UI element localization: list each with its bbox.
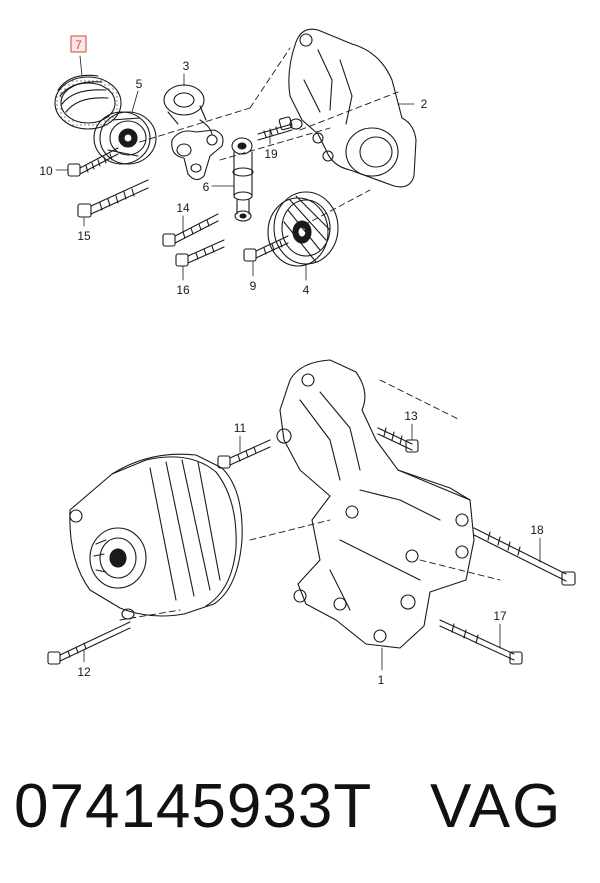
bolt-part-12[interactable] [47,621,131,665]
callout-14[interactable]: 14 [176,201,190,215]
cover-part-3[interactable] [163,84,207,125]
callout-4[interactable]: 4 [303,283,310,297]
callout-10[interactable]: 10 [39,164,53,178]
pulley-part-5[interactable] [93,111,157,165]
callouts-lower: 11 13 18 17 12 1 [77,409,544,687]
exploded-parts-diagram: 7 5 3 2 10 19 6 15 14 16 9 4 11 13 18 17… [39,28,576,687]
bolt-part-16[interactable] [175,239,225,267]
callout-5[interactable]: 5 [136,77,143,91]
bracket-part-2[interactable] [288,28,417,188]
idler-pulley-part-4[interactable] [267,191,339,267]
callouts-upper: 7 5 3 2 10 19 6 15 14 16 9 4 [39,35,428,297]
callout-16[interactable]: 16 [176,283,190,297]
callout-17[interactable]: 17 [493,609,507,623]
belt-part-7[interactable] [54,74,122,130]
bolt-part-15[interactable] [77,179,149,218]
callout-1[interactable]: 1 [378,673,385,687]
tensioner-arm[interactable] [171,119,224,181]
bolt-part-14[interactable] [162,213,219,247]
brand-name: VAG [430,772,563,841]
callout-6[interactable]: 6 [203,180,210,194]
bolt-part-17[interactable] [439,619,523,665]
callout-9[interactable]: 9 [250,279,257,293]
bracket-part-1[interactable] [276,359,475,649]
damper-part-6[interactable] [231,137,254,222]
assembly-lines-upper [129,47,399,231]
callout-19[interactable]: 19 [264,147,278,161]
bolt-part-13[interactable] [377,427,419,453]
callout-11[interactable]: 11 [234,421,247,435]
assembly-lines-lower [119,379,501,621]
leader-lines [55,55,541,671]
bolt-part-18[interactable] [473,527,576,586]
bolt-part-9[interactable] [243,235,289,262]
bolt-part-11[interactable] [217,439,271,469]
callout-12[interactable]: 12 [77,665,91,679]
part-number: 074145933T [14,772,373,841]
callout-15[interactable]: 15 [77,229,91,243]
callout-box-7[interactable] [70,35,87,53]
callout-18[interactable]: 18 [530,523,544,537]
callout-3[interactable]: 3 [183,59,190,73]
callout-7[interactable]: 7 [75,38,82,52]
callout-2[interactable]: 2 [421,97,428,111]
alternator[interactable] [69,453,243,620]
callout-13[interactable]: 13 [404,409,418,423]
bolt-part-19[interactable] [257,116,293,141]
